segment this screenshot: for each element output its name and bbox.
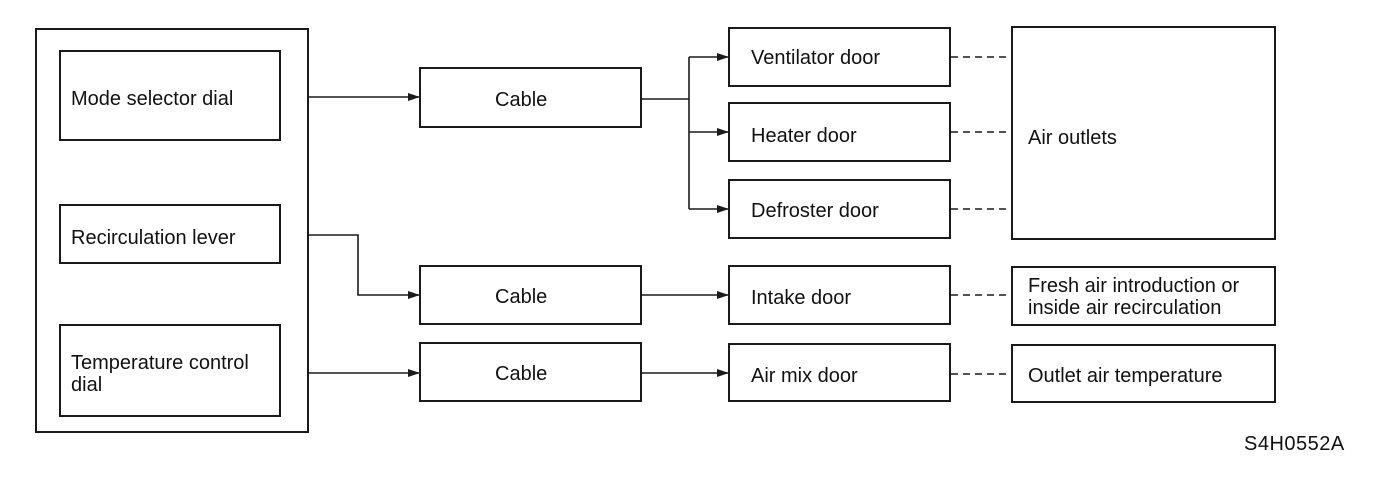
- outlet-air-temperature-box: Outlet air temperature: [1011, 344, 1276, 403]
- temperature-control-dial-box: Temperature control dial: [59, 324, 281, 417]
- cable-mode-box: Cable: [419, 67, 642, 128]
- heater-door-label: Heater door: [751, 125, 857, 147]
- ventilator-door-box: Ventilator door: [728, 27, 951, 87]
- air-outlets-box: Air outlets: [1011, 26, 1276, 240]
- cable-recirculation-label: Cable: [495, 286, 548, 308]
- fresh-air-box: Fresh air introduction or inside air rec…: [1011, 266, 1276, 326]
- air-outlets-label: Air outlets: [1028, 127, 1117, 149]
- outlet-air-temperature-label: Outlet air temperature: [1028, 365, 1223, 387]
- figure-code: S4H0552A: [1244, 433, 1345, 455]
- cable-mode-label: Cable: [495, 89, 548, 111]
- defroster-door-box: Defroster door: [728, 179, 951, 239]
- temperature-control-dial-label: Temperature control dial: [71, 352, 249, 396]
- fresh-air-label: Fresh air introduction or inside air rec…: [1028, 275, 1240, 319]
- cable-temperature-label: Cable: [495, 363, 548, 385]
- mode-selector-dial-label: Mode selector dial: [71, 88, 234, 110]
- arrow-recirc-to-cable: [281, 234, 420, 299]
- intake-door-box: Intake door: [728, 265, 951, 325]
- air-mix-door-box: Air mix door: [728, 343, 951, 402]
- recirculation-lever-label: Recirculation lever: [71, 227, 236, 249]
- recirculation-lever-box: Recirculation lever: [59, 204, 281, 264]
- air-mix-door-label: Air mix door: [751, 365, 858, 387]
- cable-temperature-box: Cable: [419, 342, 642, 402]
- defroster-door-label: Defroster door: [751, 200, 879, 222]
- cable-recirculation-box: Cable: [419, 265, 642, 325]
- ventilator-door-label: Ventilator door: [751, 47, 880, 69]
- mode-selector-dial-box: Mode selector dial: [59, 50, 281, 141]
- intake-door-label: Intake door: [751, 287, 852, 309]
- heater-door-box: Heater door: [728, 102, 951, 162]
